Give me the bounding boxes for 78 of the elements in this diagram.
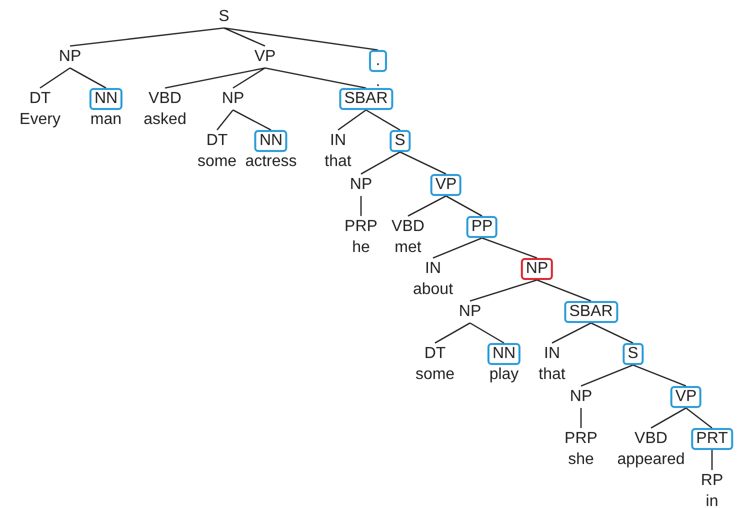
syntax-tag: NP: [564, 386, 598, 408]
syntax-tag: PRP: [560, 428, 602, 450]
syntax-tag: NP: [54, 46, 86, 68]
tree-branch: [360, 151, 400, 175]
word-token: some: [415, 365, 455, 385]
syntax-tag: NN: [89, 88, 123, 110]
word-token: in: [706, 492, 718, 508]
tree-branch: [434, 322, 470, 344]
syntax-tag: SBAR: [564, 301, 618, 323]
syntax-tag: NP: [344, 174, 378, 196]
tree-branch: [338, 109, 366, 131]
word-token: asked: [144, 110, 186, 130]
tree-branch: [552, 322, 592, 344]
tree-branch: [470, 322, 504, 344]
word-token: she: [568, 450, 594, 470]
syntax-tag: VP: [670, 386, 702, 408]
tree-branch: [580, 364, 634, 387]
syntax-tag: PRT: [691, 428, 733, 450]
syntax-tag: PRP: [340, 216, 382, 238]
syntax-tag: RP: [696, 470, 728, 492]
syntax-tag: SBAR: [339, 88, 393, 110]
syntax-tag: IN: [539, 343, 565, 365]
syntax-tag: VP: [430, 174, 462, 196]
tree-branch: [366, 109, 400, 131]
syntax-tag: NP: [454, 301, 486, 323]
syntax-tag: VBD: [386, 216, 430, 238]
word-token: play: [489, 365, 519, 385]
syntax-tag: VBD: [144, 88, 186, 110]
tree-branch: [224, 27, 378, 51]
syntax-tag: .: [369, 50, 387, 72]
tree-branch: [216, 110, 234, 130]
word-token: appeared: [617, 450, 685, 470]
tree-branch: [432, 237, 482, 259]
tree-branch: [650, 407, 686, 429]
syntax-tag: DT: [201, 130, 233, 152]
word-token: Every: [20, 110, 60, 130]
tree-branch: [360, 196, 362, 216]
syntax-tag: S: [622, 343, 644, 365]
word-token: man: [90, 110, 122, 130]
tree-branch: [40, 67, 70, 89]
tree-branch: [482, 237, 538, 259]
syntax-tag: NP: [216, 88, 250, 110]
tree-branch: [580, 408, 582, 428]
syntax-tag: NN: [254, 130, 288, 152]
word-token: some: [197, 152, 237, 172]
syntax-tag: IN: [325, 130, 351, 152]
tree-branch: [70, 67, 106, 89]
word-token: actress: [245, 152, 297, 172]
tree-branch: [590, 322, 634, 344]
tree-branch: [400, 151, 446, 175]
tree-branch: [470, 279, 538, 302]
tree-branch: [536, 279, 592, 302]
tree-branch: [232, 109, 272, 131]
syntax-tag: S: [390, 130, 410, 152]
syntax-tag: VBD: [630, 428, 672, 450]
tree-branch: [232, 67, 266, 89]
tree-branch: [164, 67, 266, 89]
syntax-tag: PP: [466, 216, 498, 238]
syntax-tag: IN: [420, 258, 446, 280]
syntax-tag: DT: [24, 88, 56, 110]
tree-branch: [408, 195, 446, 217]
tree-branch: [686, 407, 712, 429]
tree-branch: [70, 27, 224, 47]
syntax-tag: S: [214, 6, 234, 28]
tree-branch: [711, 450, 713, 470]
tree-branch: [632, 364, 686, 387]
tree-branch: [264, 67, 366, 89]
word-token: he: [352, 238, 370, 258]
syntax-tag: VP: [249, 46, 281, 68]
word-token: that: [538, 365, 566, 385]
syntax-tag: NN: [487, 343, 521, 365]
syntax-tag: NP: [520, 258, 554, 280]
word-token: met: [394, 238, 422, 258]
word-token: about: [412, 280, 454, 300]
tree-branch: [224, 27, 266, 47]
word-token: that: [324, 152, 352, 172]
syntax-tag: DT: [419, 343, 451, 365]
tree-branch: [446, 195, 482, 217]
